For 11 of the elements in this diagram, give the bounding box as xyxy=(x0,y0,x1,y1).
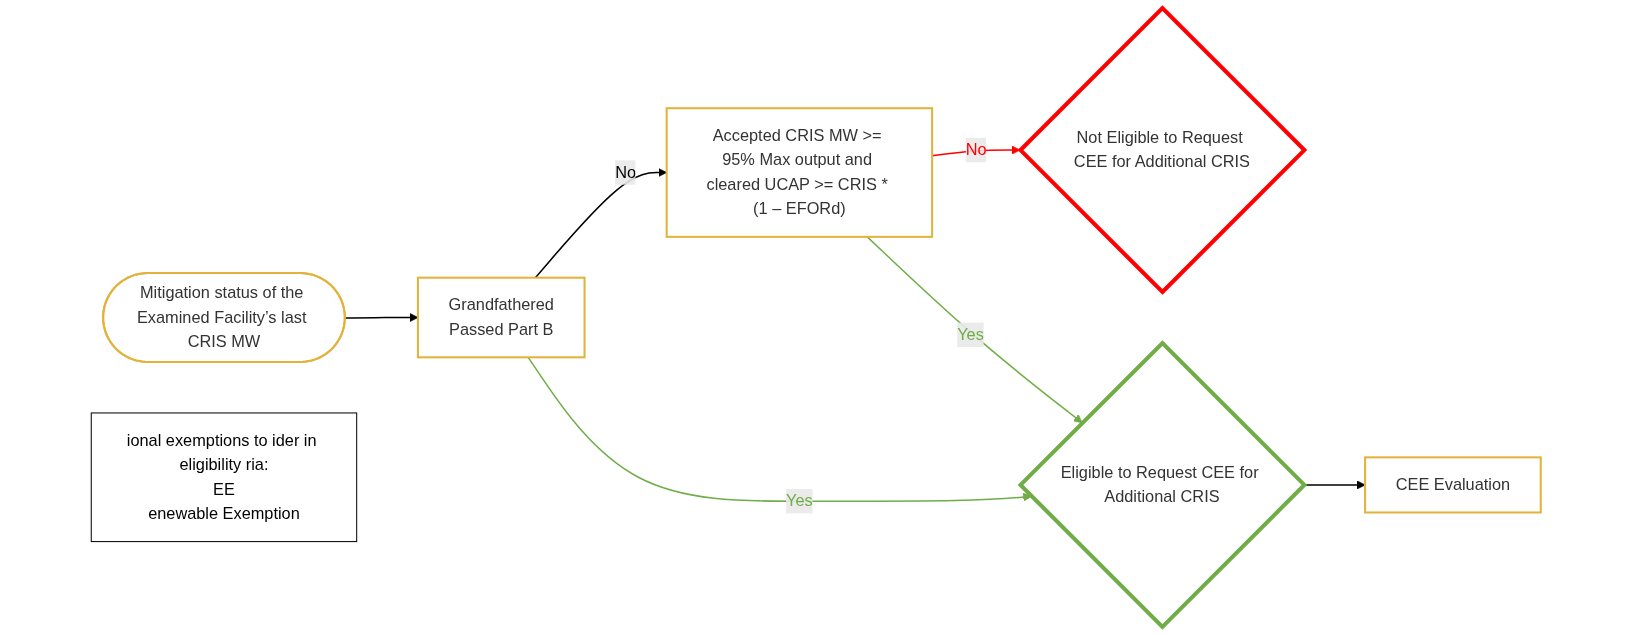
edge-label: Yes xyxy=(786,492,813,510)
edge-label: No xyxy=(615,163,637,181)
node-diamond: Not Eligible to Request CEE for Additional CRIS xyxy=(1017,5,1308,295)
arrow xyxy=(866,236,1083,424)
node-box: Accepted CRIS MW >= 95% Max output and cleared UCAP >= CRIS * (1 – EFORd) xyxy=(665,107,934,238)
node-box: Grandfathered Passed Part B xyxy=(416,276,586,359)
edge-label: No xyxy=(965,140,987,159)
node-box: CEE Evaluation xyxy=(1364,456,1542,514)
node-diamond: Eligible to Request CEE for Additional CRIS xyxy=(1017,340,1308,630)
node-box: ional exemptions to ider in eligibility ria: EE enewable Exemption xyxy=(90,412,358,543)
edge-label: Yes xyxy=(957,325,984,343)
